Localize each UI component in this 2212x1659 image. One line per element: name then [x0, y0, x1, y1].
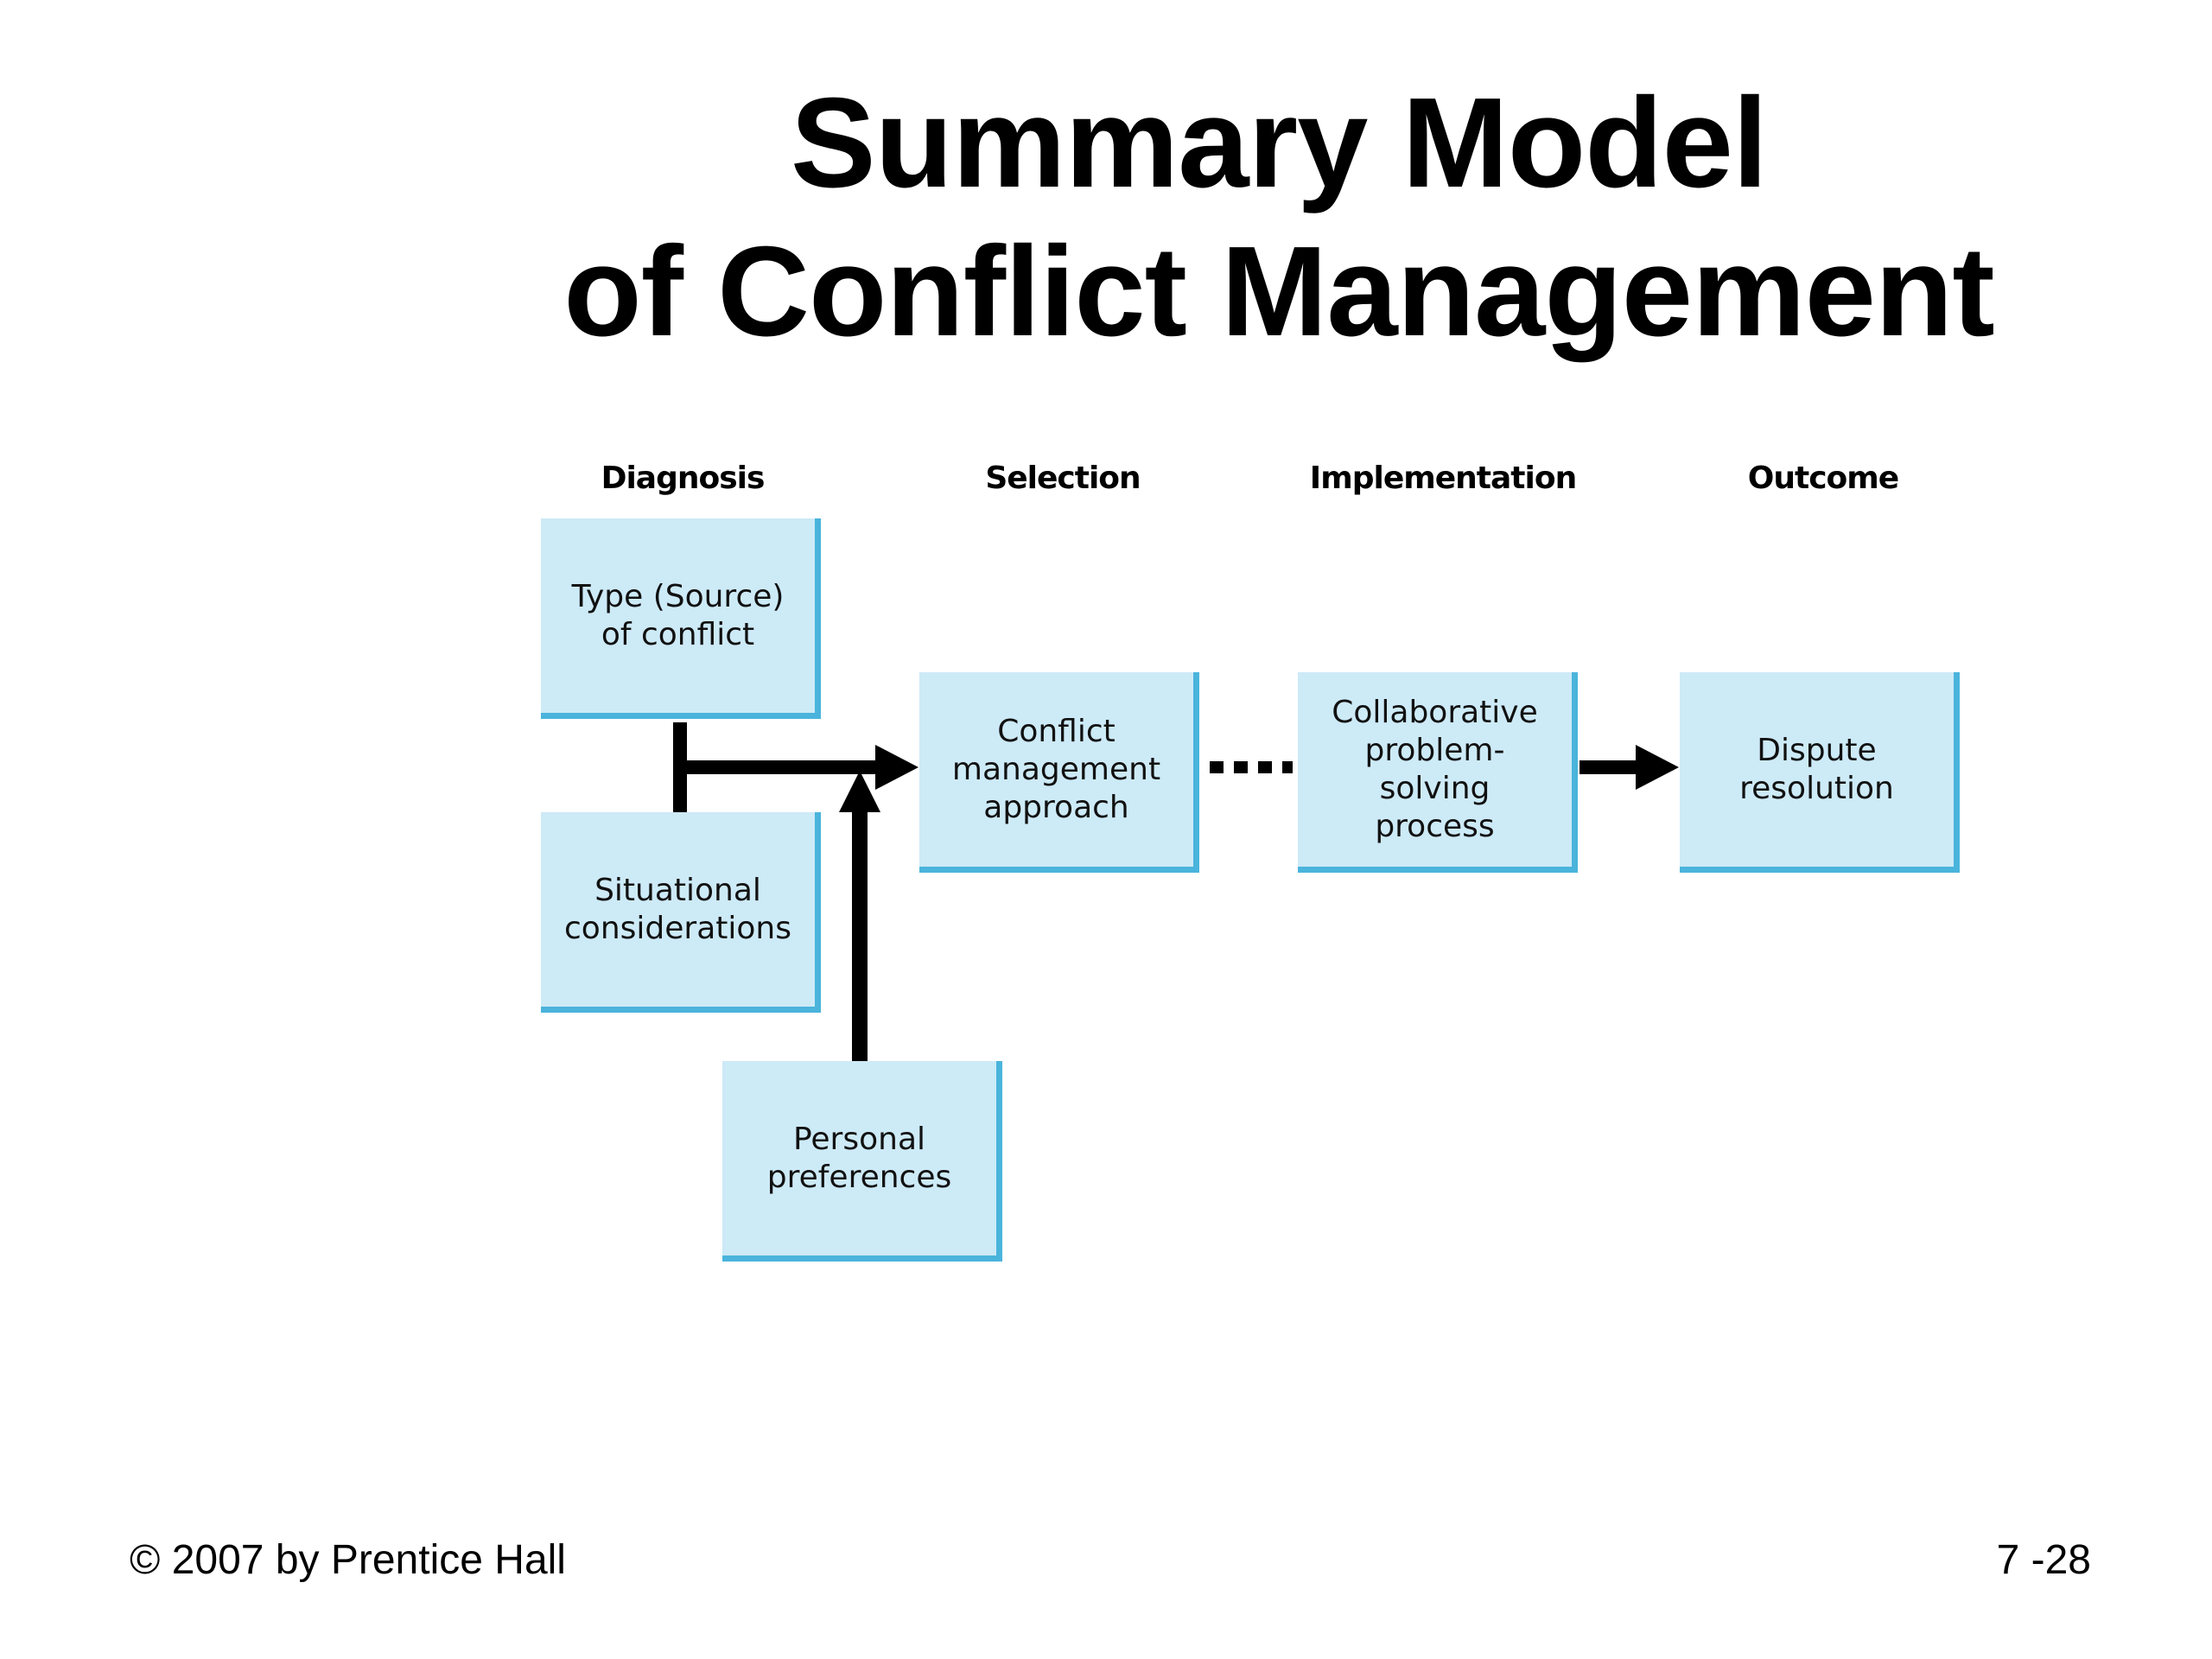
footer-page-number: 7 -28 [1996, 1537, 2091, 1583]
footer-copyright: © 2007 by Prentice Hall [130, 1537, 566, 1583]
preferences-up-arrowhead [839, 771, 880, 812]
box-collaborative-problem-solving-process: Collaborative problem- solving process [1298, 672, 1578, 873]
box-personal-preferences: Personal preferences [722, 1061, 1002, 1262]
implementation-to-outcome-arrowhead [1636, 745, 1679, 790]
stage-header-selection: Selection [985, 461, 1141, 496]
diagnosis-to-selection-arrowhead [875, 745, 918, 790]
slide-title: Summary Model of Conflict Management [501, 69, 2056, 366]
box-dispute-resolution: Dispute resolution [1680, 672, 1960, 873]
title-line-2: of Conflict Management [563, 220, 1994, 363]
stage-header-outcome: Outcome [1747, 461, 1899, 496]
box-conflict-management-approach: Conflict management approach [919, 672, 1199, 873]
stage-header-diagnosis: Diagnosis [601, 461, 766, 496]
title-line-1: Summary Model [790, 72, 1768, 214]
stage-header-implementation: Implementation [1309, 461, 1577, 496]
box-type-of-conflict: Type (Source) of conflict [541, 518, 821, 719]
box-situational-considerations: Situational considerations [541, 812, 821, 1013]
